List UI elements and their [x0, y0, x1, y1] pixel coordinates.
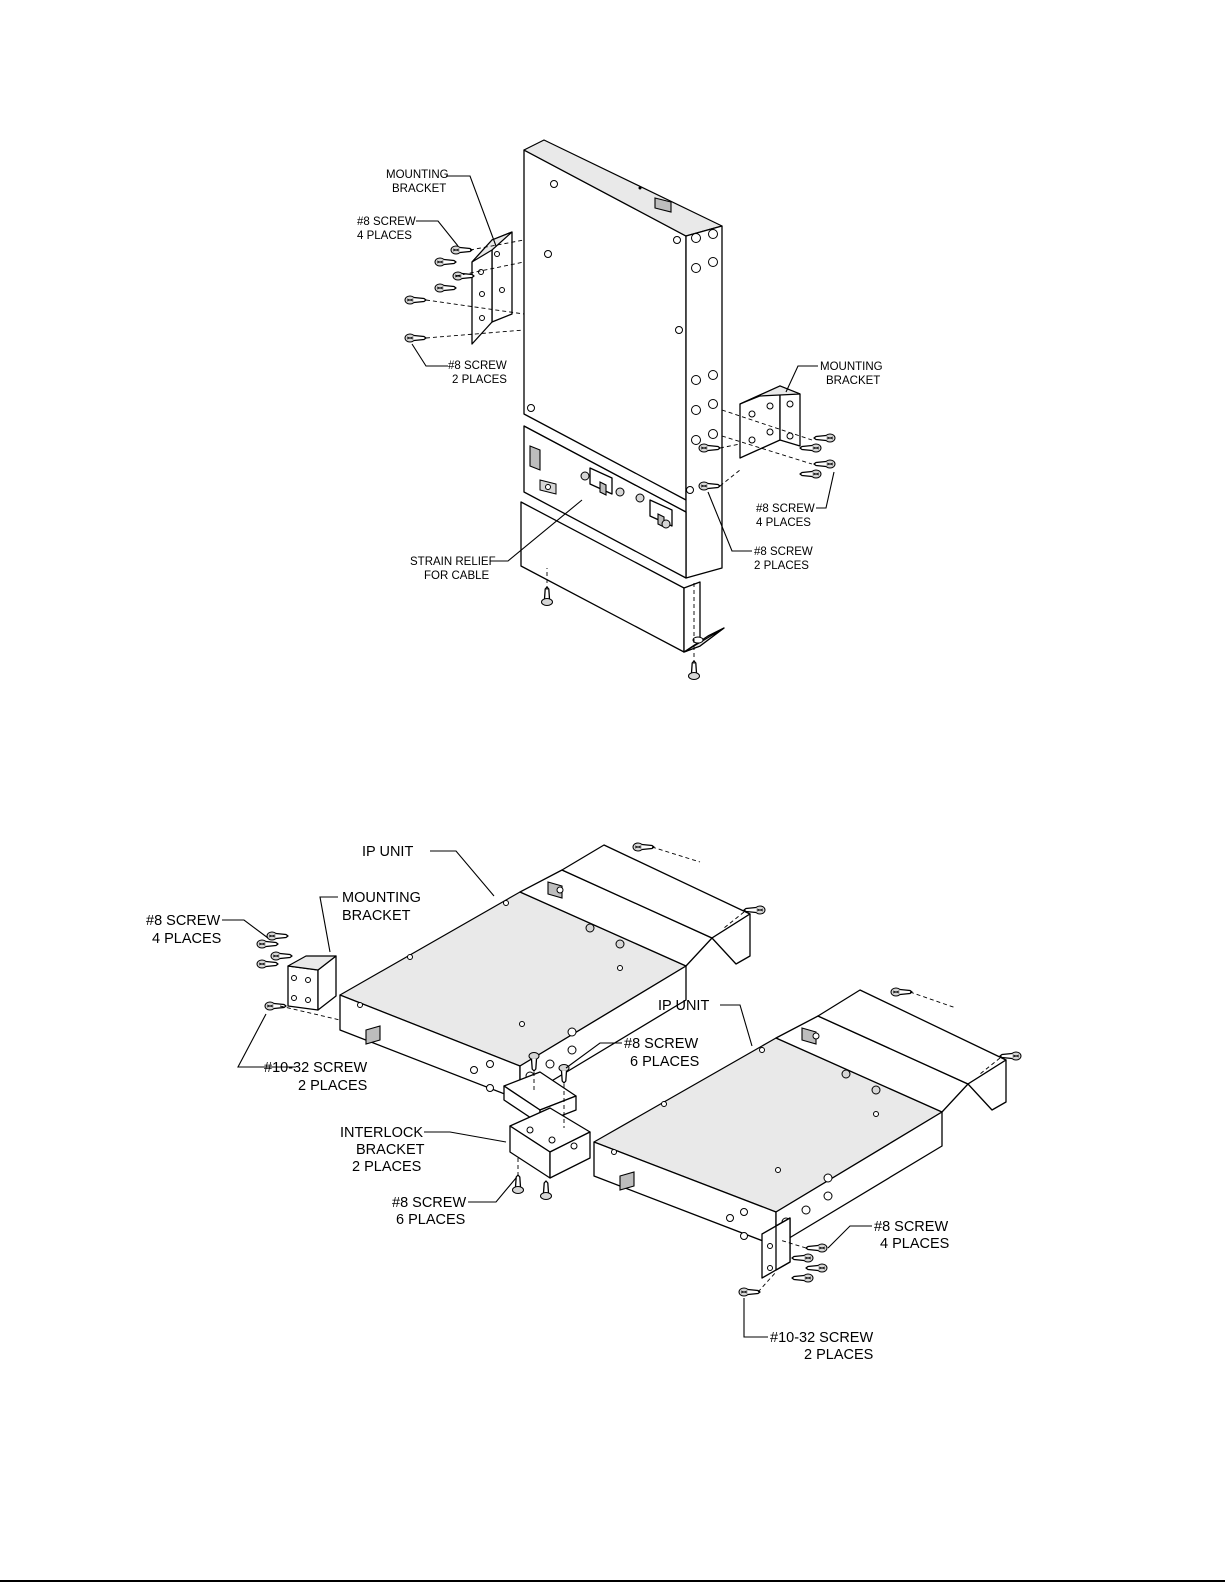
- label-ip-unit-left: IP UNIT: [362, 844, 413, 860]
- leader-ip-unit-right: [720, 1004, 753, 1047]
- label-screw-left-lower-2: 2 PLACES: [452, 374, 507, 386]
- label-ip-unit-right: IP UNIT: [658, 998, 709, 1014]
- leader-mounting-bracket-right: [785, 365, 818, 393]
- label-mounting-bracket-right-2: BRACKET: [826, 375, 880, 387]
- label-screw-right-lower-1: #8 SCREW: [754, 546, 813, 558]
- leader-ip-unit-left: [430, 850, 495, 897]
- label-mounting-bracket-left-1: MOUNTING: [386, 169, 449, 181]
- leader-screw-right: [827, 1225, 872, 1249]
- footer-rule: [0, 1580, 1225, 1582]
- label-screw-upper-left-1: #8 SCREW: [146, 913, 220, 929]
- wall-mount-assembly: MOUNTING BRACKET #8 SCREW 4 PLACES #8 SC…: [357, 139, 883, 681]
- label-screw-right-lower-2: 2 PLACES: [754, 560, 809, 572]
- label-screw-1032-left-2: 2 PLACES: [298, 1078, 367, 1094]
- leader-screw-left-upper: [416, 220, 459, 247]
- label-strain-relief-1: STRAIN RELIEF: [410, 556, 496, 568]
- label-screw-right-1: #8 SCREW: [874, 1219, 948, 1235]
- leader-interlock-bracket: [424, 1131, 507, 1143]
- leader-screw-lower-center: [468, 1177, 517, 1203]
- label-screw-lower-center-1: #8 SCREW: [392, 1195, 466, 1211]
- left-end-mounting-bracket: [256, 931, 341, 1021]
- label-screw-left-upper-2: 4 PLACES: [357, 230, 412, 242]
- label-interlock-bracket-2: BRACKET: [356, 1142, 425, 1158]
- label-screw-right-2: 4 PLACES: [880, 1236, 949, 1252]
- bottom-cover: [520, 501, 725, 681]
- label-mounting-bracket-right-1: MOUNTING: [820, 361, 883, 373]
- leader-screw-upper-left: [222, 919, 269, 939]
- leader-screw-1032-right: [743, 1298, 768, 1338]
- desktop-interlock-assembly: IP UNIT MOUNTING BRACKET #8 SCREW 4 PLAC…: [146, 842, 1022, 1363]
- label-strain-relief-2: FOR CABLE: [424, 570, 490, 582]
- label-screw-left-upper-1: #8 SCREW: [357, 216, 416, 228]
- label-screw-center-1: #8 SCREW: [624, 1036, 698, 1052]
- right-end-mounting-bracket: [738, 1217, 828, 1297]
- label-screw-1032-left-1: #10-32 SCREW: [264, 1060, 367, 1076]
- leader-screw-1032-left: [237, 1013, 296, 1068]
- leader-screw-left-lower: [411, 343, 448, 367]
- leader-screw-right-lower: [707, 491, 752, 552]
- left-mounting-bracket: [404, 231, 525, 345]
- label-screw-right-upper-2: 4 PLACES: [756, 517, 811, 529]
- label-mounting-bracket-left-2: BRACKET: [392, 183, 446, 195]
- label-screw-1032-right-1: #10-32 SCREW: [770, 1330, 873, 1346]
- label-screw-1032-right-2: 2 PLACES: [804, 1347, 873, 1363]
- ip-unit-left: [339, 842, 766, 1101]
- ip-unit-right: [593, 987, 1022, 1247]
- leader-screw-right-upper: [816, 471, 835, 509]
- label-screw-upper-left-2: 4 PLACES: [152, 931, 221, 947]
- label-screw-right-upper-1: #8 SCREW: [756, 503, 815, 515]
- label-mounting-bracket-1: MOUNTING: [342, 890, 421, 906]
- leader-mounting-bracket: [319, 896, 338, 953]
- leader-strain-relief: [490, 499, 583, 562]
- label-screw-lower-center-2: 6 PLACES: [396, 1212, 465, 1228]
- label-mounting-bracket-2: BRACKET: [342, 908, 411, 924]
- right-mounting-bracket: [698, 385, 836, 491]
- interlock-bracket: [503, 1051, 591, 1201]
- label-interlock-bracket-1: INTERLOCK: [340, 1125, 423, 1141]
- leader-screw-center: [565, 1042, 622, 1069]
- label-screw-left-lower-1: #8 SCREW: [448, 360, 507, 372]
- leader-mounting-bracket-left: [446, 175, 497, 247]
- label-interlock-bracket-3: 2 PLACES: [352, 1159, 421, 1175]
- label-screw-center-2: 6 PLACES: [630, 1054, 699, 1070]
- ip-unit-vertical: [523, 139, 723, 579]
